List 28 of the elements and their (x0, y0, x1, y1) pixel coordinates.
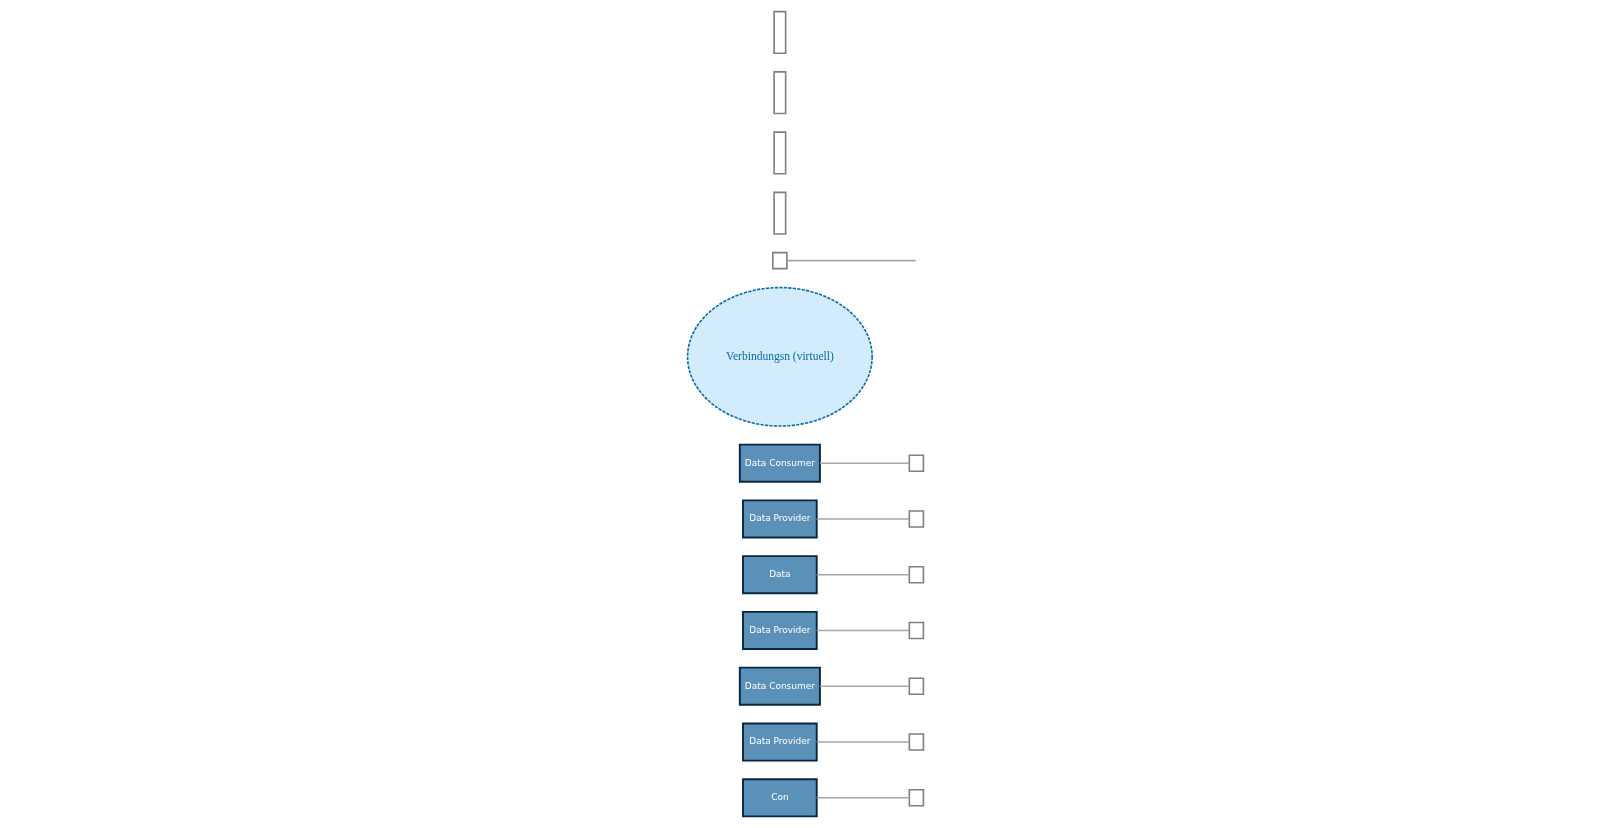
node-box: Data Consumer (738, 666, 821, 706)
node-box (908, 733, 925, 751)
node-bar (773, 131, 787, 175)
connector (819, 685, 910, 688)
node-ellipse: Verbindungsn (virtuell) (686, 286, 873, 427)
connector (786, 259, 917, 262)
node-box (908, 565, 925, 584)
connector (815, 518, 910, 520)
node-box: Data Provider (742, 722, 818, 762)
node-box: Data Provider (742, 499, 818, 539)
node-bar (773, 10, 787, 55)
node-box (908, 454, 925, 472)
node-box: Data Provider (742, 610, 818, 651)
node-box: Con (742, 778, 818, 818)
node-box (908, 510, 925, 528)
node-box (908, 677, 925, 696)
node-box (908, 621, 925, 640)
node-box (908, 788, 925, 807)
connector (819, 462, 910, 464)
connector (815, 741, 910, 743)
node-box: Data (742, 555, 818, 595)
node-bar (773, 191, 787, 235)
node-box (772, 251, 788, 270)
connector (815, 629, 910, 632)
connector (815, 796, 910, 799)
node-bar (773, 71, 787, 115)
connector (815, 573, 910, 576)
node-box: Data Consumer (738, 443, 821, 483)
